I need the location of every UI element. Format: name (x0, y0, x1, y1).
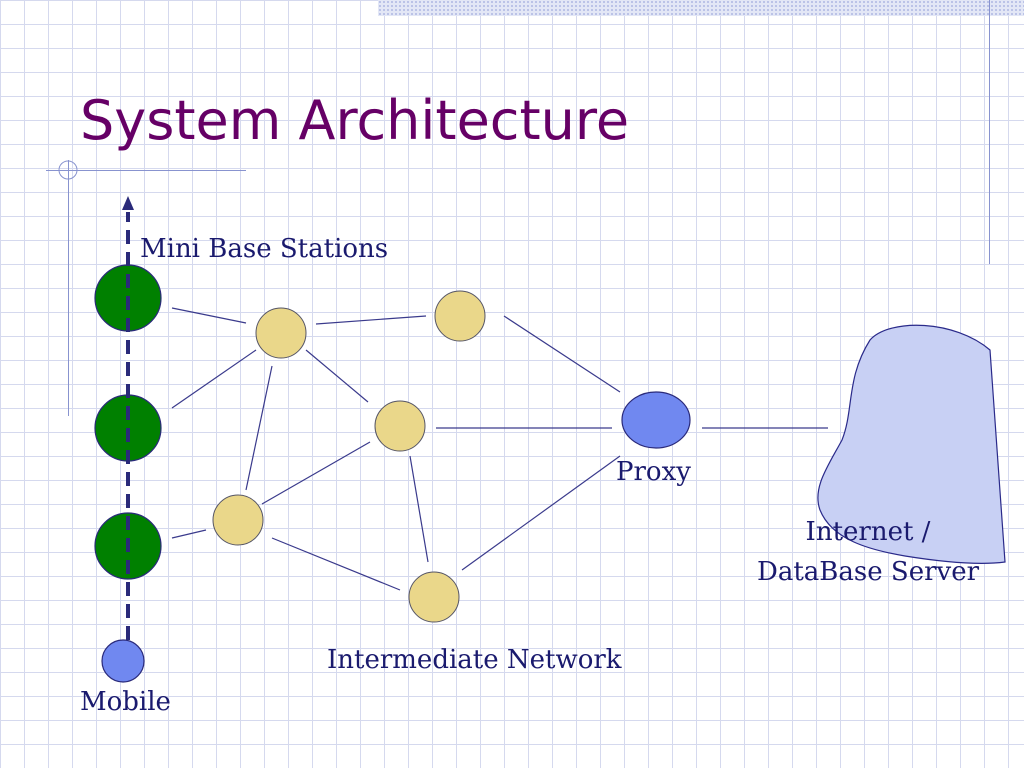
decor-line-vertical-right (989, 0, 990, 264)
link (305, 349, 369, 403)
internet-database-label: Internet / DataBase Server (750, 516, 986, 588)
network-node (434, 290, 486, 342)
link (503, 315, 621, 393)
link (409, 455, 429, 563)
intermediate-network-label: Intermediate Network (327, 645, 622, 675)
link (261, 441, 371, 505)
network-links (171, 307, 828, 591)
link (315, 315, 427, 325)
decor-line-vertical-left (68, 160, 69, 416)
mobile-label: Mobile (80, 687, 171, 717)
network-node (255, 307, 307, 359)
top-decor-band (378, 0, 1024, 16)
link (171, 349, 257, 409)
link (171, 529, 207, 539)
proxy-label: Proxy (616, 457, 691, 487)
link (271, 537, 401, 591)
decor-line-horizontal (46, 170, 246, 171)
slide-title: System Architecture (80, 89, 630, 152)
network-node (408, 571, 460, 623)
mini-base-stations-label: Mini Base Stations (140, 234, 389, 264)
link (245, 365, 273, 491)
network-node (374, 400, 426, 452)
proxy-node (621, 391, 691, 449)
internet-label-line1: Internet / (805, 517, 931, 547)
mobile-node (101, 639, 145, 683)
network-node (212, 494, 264, 546)
internet-cloud-icon (817, 324, 1006, 564)
internet-label-line2: DataBase Server (756, 557, 980, 587)
arrow-head-icon (122, 196, 134, 210)
link (461, 455, 621, 571)
link (171, 307, 247, 324)
